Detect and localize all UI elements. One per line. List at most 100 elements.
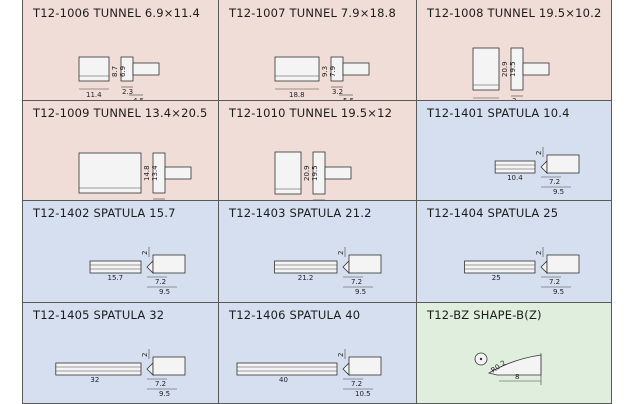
thickness-dimension: 2 [141, 251, 149, 255]
tip-front-face [274, 151, 302, 195]
tip-front-face [274, 56, 320, 82]
tip-diagram: 25 2 7.2 9.5 [464, 247, 580, 296]
depth-dimension: 3 [512, 97, 516, 101]
tip-cell-t12-1008: 10.220.919.536T12-1008 TUNNEL 19.5×10.2 [416, 0, 612, 101]
tip-shank [152, 254, 186, 274]
tip-diagram: R0.28 [474, 352, 542, 385]
tip-shank [164, 166, 192, 180]
outer-height-dimension: 20.9 [501, 61, 509, 77]
tip-cell-t12-1406: 40 2 7.2 10.5 T12-1406 SPATULA 40 [218, 302, 417, 404]
width-dimension: 18.8 [289, 91, 305, 99]
thickness-dimension: 2 [535, 251, 543, 255]
spatula-tip-drawing: 40 2 7.2 10.5 [236, 349, 382, 398]
depth-dimension: 7.2 [549, 278, 560, 286]
depth-dimension: 7.2 [155, 278, 166, 286]
tip-cell-t12-1402: 15.7 2 7.2 9.5 T12-1402 SPATULA 15.7 [22, 200, 219, 303]
tip-model-title: T12-1401 SPATULA 10.4 [427, 106, 570, 120]
tip-front-face [78, 152, 142, 194]
tip-shank [522, 62, 550, 76]
tip-model-title: T12-1010 TUNNEL 19.5×12 [229, 106, 393, 120]
spatula-tip-drawing: 25 2 7.2 9.5 [464, 247, 580, 296]
tip-model-title: T12-1405 SPATULA 32 [33, 308, 165, 322]
tip-cell-t12-1010: 1220.919.536 T12-1010 TUNNEL 19.5×12 [218, 100, 417, 201]
outer-height-dimension: 14.8 [143, 165, 151, 181]
tip-blade [236, 362, 338, 376]
tip-shank [546, 154, 580, 174]
total-depth-dimension: 4.5 [133, 97, 144, 101]
thickness-dimension: 2 [535, 151, 543, 155]
width-dimension: 10.4 [507, 174, 523, 182]
depth-dimension: 7.2 [155, 380, 166, 388]
total-depth-dimension: 9.5 [553, 188, 564, 196]
width-dimension: 21.2 [298, 274, 314, 282]
length-dimension: 8 [515, 373, 519, 381]
spatula-tip-drawing: 15.7 2 7.2 9.5 [89, 247, 186, 296]
tip-diagram: 10.4 2 7.2 9.5 [494, 147, 580, 196]
total-depth-dimension: 9.5 [355, 288, 366, 296]
tip-diagram: 18.89.37.93.25.5 [274, 56, 370, 101]
inner-height-dimension: 19.5 [311, 165, 319, 181]
total-depth-dimension: 9.5 [553, 288, 564, 296]
total-depth-dimension: 10.5 [355, 390, 371, 398]
tunnel-tip-drawing: 1220.919.536 [274, 151, 352, 200]
tip-model-title: T12-BZ SHAPE-B(Z) [427, 308, 542, 322]
tip-blade [89, 260, 142, 274]
tip-shank [324, 166, 352, 180]
tip-front-face [78, 56, 110, 82]
width-dimension: 15.7 [108, 274, 124, 282]
width-dimension: 11.4 [86, 91, 102, 99]
spatula-tip-drawing: 10.4 2 7.2 9.5 [494, 147, 580, 196]
tunnel-tip-drawing: 20.514.813.44.36 [78, 152, 192, 200]
tip-model-title: T12-1406 SPATULA 40 [229, 308, 361, 322]
tip-model-title: T12-1009 TUNNEL 13.4×20.5 [33, 106, 208, 120]
total-depth-dimension: 9.5 [159, 390, 170, 398]
inner-height-dimension: 19.5 [509, 61, 517, 77]
tunnel-tip-drawing: 11.48.76.92.34.5 [78, 56, 160, 101]
tip-shank [152, 356, 186, 376]
outer-height-dimension: 20.9 [303, 165, 311, 181]
tip-model-title: T12-1402 SPATULA 15.7 [33, 206, 176, 220]
tip-model-title: T12-1008 TUNNEL 19.5×10.2 [427, 6, 602, 20]
tip-model-title: T12-1403 SPATULA 21.2 [229, 206, 372, 220]
tip-cell-t12-1009: 20.514.813.44.36 T12-1009 TUNNEL 13.4×20.… [22, 100, 219, 201]
tip-model-title: T12-1007 TUNNEL 7.9×18.8 [229, 6, 397, 20]
tip-model-title: T12-1006 TUNNEL 6.9×11.4 [33, 6, 201, 20]
tip-shank [348, 356, 382, 376]
width-dimension: 25 [492, 274, 501, 282]
depth-dimension: 7.2 [549, 178, 560, 186]
thickness-dimension: 2 [337, 353, 345, 357]
total-depth-dimension: 9.5 [159, 288, 170, 296]
width-dimension: 32 [90, 376, 99, 384]
total-depth-dimension: 5.5 [343, 97, 354, 101]
depth-dimension: 2.3 [122, 88, 133, 96]
inner-height-dimension: 13.4 [151, 165, 159, 181]
width-dimension: 40 [279, 376, 288, 384]
tunnel-tip-drawing: 18.89.37.93.25.5 [274, 56, 370, 101]
tip-diagram: 20.514.813.44.36 [78, 152, 192, 200]
tip-shank [348, 254, 382, 274]
depth-dimension: 7.2 [351, 380, 362, 388]
tip-diagram: 11.48.76.92.34.5 [78, 56, 160, 101]
bz-tip-drawing: R0.28 [474, 352, 542, 385]
tip-diagram: 1220.919.536 [274, 151, 352, 200]
outer-height-dimension: 9.3 [321, 66, 329, 77]
inner-height-dimension: 6.9 [119, 66, 127, 77]
spatula-tip-drawing: 21.227.29.5 [274, 247, 382, 296]
tip-shank [132, 62, 160, 76]
tip-diagram: 10.220.919.536 [472, 47, 550, 101]
tip-blade [274, 260, 338, 274]
tunnel-tip-drawing: 10.220.919.536 [472, 47, 550, 101]
depth-dimension: 7.2 [351, 278, 362, 286]
tip-blade [464, 260, 536, 274]
tip-diagram: 40 2 7.2 10.5 [236, 349, 382, 398]
tip-cell-t12-1401: 10.4 2 7.2 9.5 T12-1401 SPATULA 10.4 [416, 100, 612, 201]
inner-height-dimension: 7.9 [329, 66, 337, 77]
